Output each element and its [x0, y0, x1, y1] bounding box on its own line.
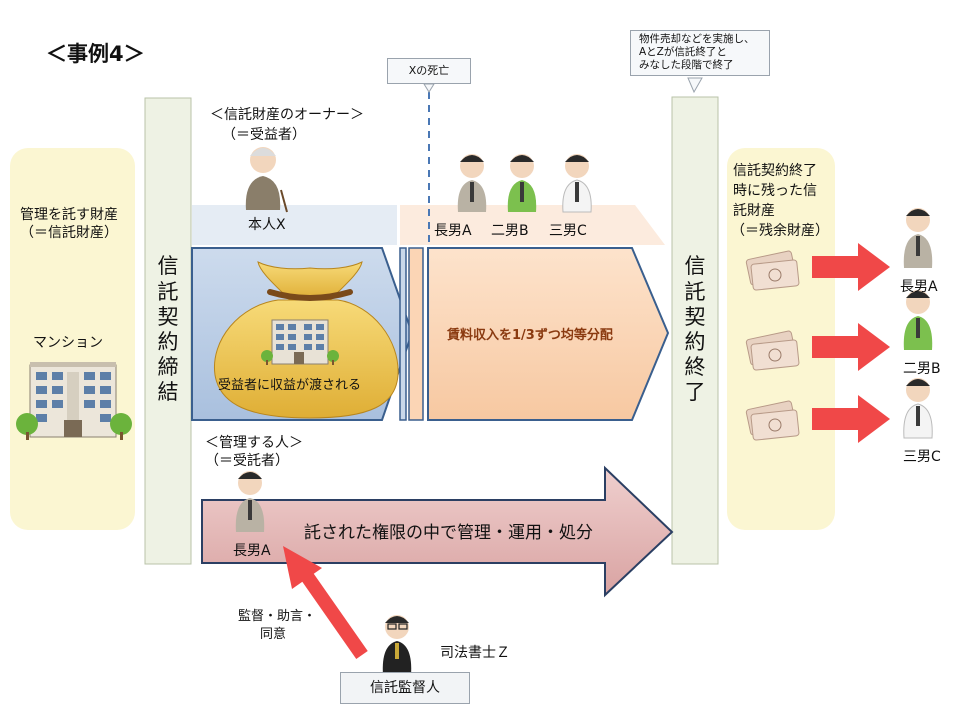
supervisor-role: 信託監督人 — [370, 680, 440, 696]
owner-sub: （＝受益者） — [222, 127, 306, 143]
heirs-band — [400, 205, 665, 245]
heir-label-b: 二男B — [491, 223, 529, 239]
person-c-icon — [562, 154, 592, 213]
contract-end-label: 信 託 契 約 終 了 — [672, 240, 718, 420]
bag-label: 受益者に収益が渡される — [218, 378, 362, 393]
trustee-a-icon — [235, 471, 265, 532]
trust-property-label: 管理を託す財産 — [20, 207, 118, 223]
residual-label-3: 託財産 — [733, 203, 775, 219]
death-callout: Xの死亡 — [387, 58, 471, 84]
residual-label-1: 信託契約終了 — [733, 163, 817, 179]
residual-label-2: 時に残った信 — [733, 183, 817, 199]
heir-label-c: 三男C — [549, 223, 587, 239]
distribution-arrow-a — [812, 243, 890, 291]
contract-end-char: 約 — [684, 330, 706, 354]
recipient-label-c: 三男C — [903, 449, 941, 465]
management-label: 託された権限の中で管理・運用・処分 — [304, 523, 593, 543]
contract-end-char: 契 — [684, 304, 706, 329]
contract-end-char: 終 — [684, 355, 706, 380]
recipient-label-a: 長男A — [900, 279, 938, 295]
contract-end-char: 託 — [684, 279, 706, 304]
supervision-arrow — [283, 546, 368, 660]
person-x-icon — [245, 147, 288, 213]
money-bills-icon — [745, 400, 800, 441]
distribution-arrow-c — [812, 395, 890, 443]
end-callout-pointer — [687, 77, 703, 94]
scrivener-name: 司法書士Ｚ — [440, 645, 510, 661]
contract-end-char: 信 — [684, 254, 706, 279]
heir-label-a: 長男A — [434, 223, 472, 239]
management-arrow — [201, 465, 674, 598]
contract-start-char: 締 — [157, 355, 179, 380]
transition-strip — [408, 247, 424, 421]
residual-label-4: （＝残余財産） — [731, 223, 829, 239]
contract-end-column — [671, 96, 719, 565]
contract-start-char: 結 — [157, 380, 179, 405]
trust-property-sub: （＝信託財産） — [20, 225, 118, 241]
contract-start-char: 信 — [157, 254, 179, 279]
person-b-icon — [507, 154, 537, 212]
contract-start-column — [144, 97, 192, 565]
recipient-b-icon — [903, 290, 933, 350]
end-callout: 物件売却などを実施し、 AとZが信託終了と みなした段階で終了 — [630, 30, 770, 76]
contract-start-char: 託 — [157, 279, 179, 304]
contract-start-char: 契 — [157, 304, 179, 329]
money-bills-icon — [745, 250, 800, 291]
building-icon — [261, 319, 339, 365]
scrivener-z-icon — [382, 615, 412, 675]
death-callout-text: Xの死亡 — [408, 64, 450, 77]
distribution-arrow-b — [812, 323, 890, 371]
owner-band — [192, 205, 397, 245]
trustee-heading: ＜管理する人＞ — [205, 435, 303, 451]
trustee-name: 長男A — [233, 543, 271, 559]
distribution-label: 賃料収入を1/3ずつ均等分配 — [447, 328, 613, 343]
contract-end-char: 了 — [684, 380, 706, 405]
owner-name: 本人X — [248, 217, 286, 233]
page-title: ＜事例4＞ — [46, 42, 145, 66]
death-callout-pointer — [423, 83, 435, 93]
recipient-c-icon — [903, 378, 933, 439]
money-bills-icon — [745, 330, 800, 371]
supervision-label-1: 監督・助言・ — [238, 609, 317, 624]
mansion-icon — [16, 362, 132, 440]
supervisor-role-box: 信託監督人 — [340, 672, 470, 704]
end-callout-line: AとZが信託終了と — [639, 46, 727, 59]
recipient-a-icon — [903, 208, 933, 268]
end-callout-line: みなした段階で終了 — [639, 59, 734, 72]
contract-start-char: 約 — [157, 330, 179, 354]
recipient-label-b: 二男B — [903, 361, 941, 377]
trustee-sub: （＝受託者） — [205, 453, 289, 469]
heirs-distribution-arrow — [427, 247, 670, 421]
end-callout-line: 物件売却などを実施し、 — [639, 33, 755, 45]
contract-start-label: 信 託 契 約 締 結 — [145, 240, 191, 420]
mansion-label: マンション — [33, 335, 103, 351]
transition-strip — [399, 247, 407, 421]
supervision-label-2: 同意 — [260, 627, 287, 642]
owner-heading: ＜信託財産のオーナー＞ — [210, 107, 364, 123]
person-a-icon — [457, 154, 487, 212]
